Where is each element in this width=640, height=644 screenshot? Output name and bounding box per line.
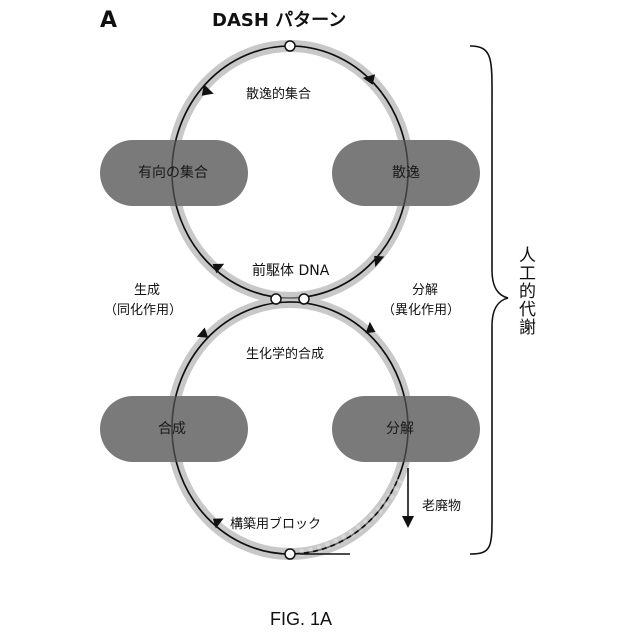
waste-label: 老廃物 [422, 500, 461, 513]
lower-loop-label: 生化学的合成 [246, 348, 324, 361]
box-synthesis-label: 合成 [158, 422, 186, 436]
diagram-title: DASH パターン [212, 12, 346, 30]
junction-node-left [271, 294, 281, 304]
catabolism-label-line1: 分解 [412, 284, 438, 297]
metabolism-bracket [470, 46, 508, 554]
anabolism-label-line2: （同化作用） [104, 304, 182, 317]
precursor-dna-label: 前駆体 DNA [252, 264, 329, 278]
building-blocks-label: 構築用ブロック [230, 518, 321, 531]
box-degradation-label: 分解 [386, 422, 414, 436]
panel-label: A [100, 10, 117, 32]
box-directed-assembly-label: 有向の集合 [138, 166, 208, 180]
anabolism-label-line1: 生成 [134, 284, 160, 297]
figure-caption: FIG. 1A [270, 610, 332, 628]
upper-loop-label: 散逸的集合 [246, 88, 311, 101]
catabolism-label-line2: （異化作用） [382, 304, 460, 317]
artificial-metabolism-label: 人工的代謝 [516, 246, 533, 336]
junction-node-right [299, 294, 309, 304]
box-dissipation-label: 散逸 [392, 166, 420, 180]
top-node [285, 41, 295, 51]
bottom-node [285, 549, 295, 559]
waste-arrow-head [402, 516, 414, 528]
